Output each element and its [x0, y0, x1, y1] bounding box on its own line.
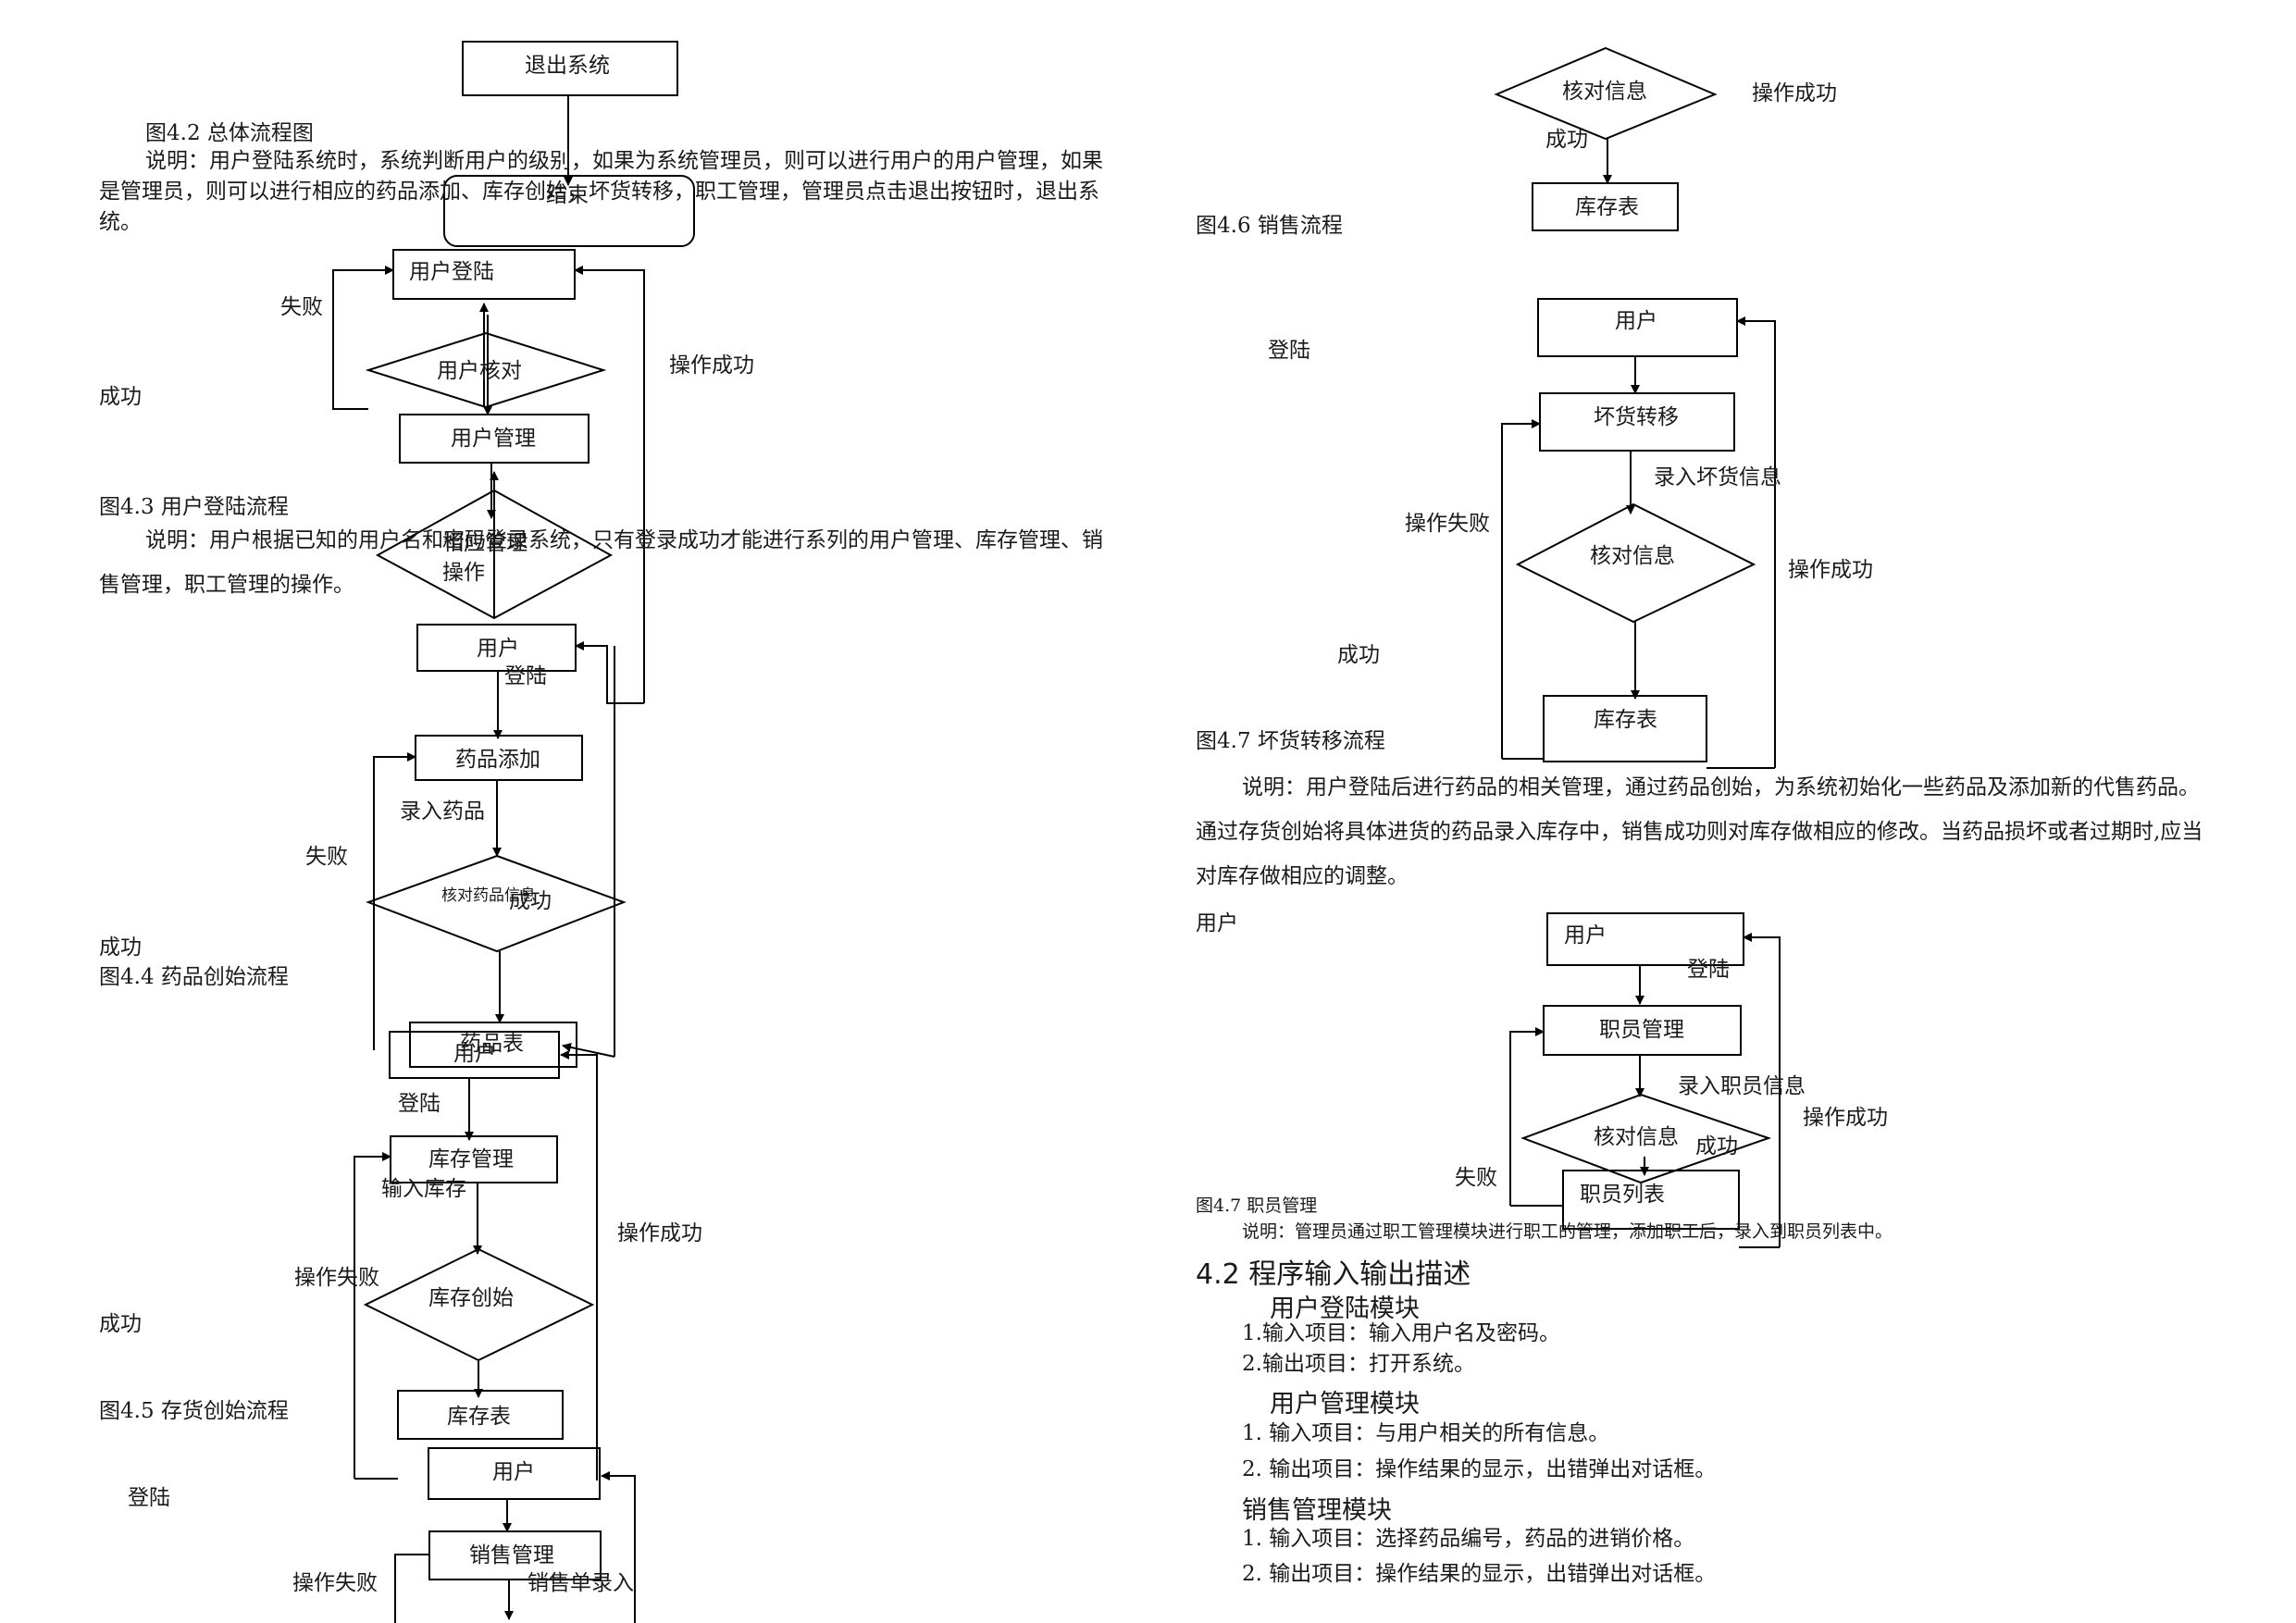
user-output-item: 2. 输出项目：操作结果的显示，出错弹出对话框。: [1242, 1457, 1717, 1481]
sales-entry-label: 销售单录入: [527, 1571, 634, 1595]
fig-4-3-caption: 图4.3 用户登陆流程: [99, 495, 289, 519]
input-inv-label: 输入库存: [381, 1177, 466, 1201]
input-drug-label: 录入药品: [400, 799, 485, 824]
module-user-heading: 用户管理模块: [1270, 1390, 1420, 1419]
fig-4-7b-caption: 图4.7 职员管理: [1196, 1196, 1318, 1216]
exit-system-label: 退出系统: [525, 54, 610, 78]
fail-label-1: 失败: [280, 295, 323, 319]
login-label-r2: 登陆: [1687, 958, 1730, 982]
end-label: 结束: [546, 183, 589, 207]
success-label-4: 成功: [99, 1312, 142, 1336]
login-input-item: 1.输入项目：输入用户名及密码。: [1242, 1321, 1560, 1345]
op-fail-label-1: 操作失败: [294, 1266, 379, 1290]
inv-table-box-right-1: [1532, 182, 1679, 231]
fig-4-7-description-text: 说明：用户登陆后进行药品的相关管理，通过药品创始，为系统初始化一些药品及添加新的…: [1196, 775, 2203, 888]
op-label: 操作: [442, 561, 485, 585]
sales-mgmt-label: 销售管理: [469, 1543, 554, 1567]
inv-table-label-1: 库存表: [447, 1405, 511, 1429]
inv-table-label-r2: 库存表: [1594, 708, 1657, 732]
drug-add-label: 药品添加: [455, 748, 540, 772]
verify-info-diamond-2: [1515, 502, 1756, 624]
verify-drug-label: 核对药品信息: [441, 886, 536, 905]
sales-input-item: 1. 输入项目：选择药品编号，药品的进销价格。: [1242, 1527, 1695, 1551]
module-login-heading: 用户登陆模块: [1270, 1295, 1420, 1323]
verify-info-diamond-3: [1520, 1093, 1772, 1184]
fig-4-4-caption: 图4.4 药品创始流程: [99, 965, 289, 989]
bad-transfer-label: 坏货转移: [1594, 405, 1679, 429]
user-label-2: 用户: [453, 1042, 496, 1066]
op-success-label-r1: 操作成功: [1752, 81, 1837, 105]
success-label-1: 成功: [99, 385, 142, 409]
login-output-item: 2.输出项目：打开系统。: [1242, 1352, 1475, 1376]
user-label-3: 用户: [492, 1460, 535, 1484]
rel-mgmt-label: 相应管理: [442, 531, 527, 555]
inv-table-box-right-2: [1543, 695, 1707, 762]
fail-loop-line: [332, 266, 394, 410]
fig-4-2-description: 说明：用户登陆系统时，系统判断用户的级别，如果为系统管理员，则可以进行用户的用户…: [99, 146, 1103, 238]
sales-mgmt-box: [428, 1530, 602, 1580]
fail-label-2: 失败: [305, 845, 348, 869]
user-label-r1: 用户: [1615, 309, 1657, 333]
user-verify-label: 用户核对: [437, 359, 522, 383]
staff-list-label: 职员列表: [1580, 1183, 1665, 1207]
user-mgmt-label: 用户管理: [451, 427, 536, 451]
staff-list-box: [1562, 1170, 1740, 1230]
fig-4-2-caption: 图4.2 总体流程图: [145, 121, 314, 145]
module-sales-heading: 销售管理模块: [1242, 1496, 1392, 1525]
user-box-3: [428, 1447, 601, 1500]
fig-4-7b-description: 说明：管理员通过职工管理模块进行职工的管理，添加职工后，录入到职员列表中。: [1242, 1221, 1893, 1242]
staff-mgmt-label: 职员管理: [1599, 1018, 1684, 1042]
login-label-1: 登陆: [504, 664, 547, 688]
success-label-r2: 成功: [1337, 643, 1380, 667]
op-success-label-r2: 操作成功: [1788, 558, 1873, 582]
input-bad-label: 录入坏货信息: [1654, 465, 1781, 489]
section-4-2-heading: 4.2 程序输入输出描述: [1196, 1258, 1471, 1291]
drug-table-box: [409, 1022, 577, 1068]
inv-init-label: 库存创始: [428, 1286, 514, 1310]
fig-4-2-description-text: 说明：用户登陆系统时，系统判断用户的级别，如果为系统管理员，则可以进行用户的用户…: [99, 149, 1103, 234]
success-label-r3: 成功: [1695, 1134, 1738, 1158]
user-login-label: 用户登陆: [409, 260, 494, 284]
user-label-r3: 用户: [1564, 923, 1607, 948]
login-label-2: 登陆: [398, 1092, 441, 1116]
verify-info-label-1: 核对信息: [1562, 80, 1647, 104]
verify-info-diamond-1: [1494, 46, 1718, 141]
op-fail-label-r1: 操作失败: [1405, 512, 1490, 536]
verify-info-label-2: 核对信息: [1590, 544, 1675, 568]
op-fail-label-2: 操作失败: [292, 1571, 378, 1595]
fig-4-3-description-text: 说明：用户根据已知的用户名和密码登录系统，只有登录成功才能进行系列的用户管理、库…: [99, 528, 1103, 597]
verify-info-label-3: 核对信息: [1594, 1125, 1679, 1149]
login-label-3: 登陆: [128, 1486, 170, 1510]
inv-table-label-r1: 库存表: [1575, 195, 1639, 219]
input-staff-label: 录入职员信息: [1678, 1074, 1806, 1098]
exit-system-box: [462, 41, 678, 96]
op-success-line-1: [574, 266, 645, 703]
success-label-r1: 成功: [1545, 128, 1588, 152]
op-success-label-1: 操作成功: [669, 353, 754, 378]
end-box: [443, 175, 695, 247]
success-label-3: 成功: [99, 935, 142, 960]
op-success-label-2: 操作成功: [617, 1221, 702, 1245]
user-box-right-1: [1537, 298, 1738, 357]
sales-output-item: 2. 输出项目：操作结果的显示，出错弹出对话框。: [1242, 1562, 1717, 1586]
fig-4-3-description: 说明：用户根据已知的用户名和密码登录系统，只有登录成功才能进行系列的用户管理、库…: [99, 518, 1103, 607]
success-label-2: 成功: [509, 889, 552, 913]
verify-drug-diamond: [366, 854, 627, 953]
inv-table-box: [397, 1390, 564, 1440]
fig-4-7-description: 说明：用户登陆后进行药品的相关管理，通过药品创始，为系统初始化一些药品及添加新的…: [1196, 765, 2204, 898]
fig-4-6-caption: 图4.6 销售流程: [1196, 214, 1343, 238]
drug-table-label: 药品表: [460, 1032, 524, 1056]
fig-4-5-caption: 图4.5 存货创始流程: [99, 1399, 289, 1423]
op-success-label-r3: 操作成功: [1803, 1106, 1888, 1130]
user-input-item: 1. 输入项目：与用户相关的所有信息。: [1242, 1421, 1610, 1445]
user-label-r2: 用户: [1196, 911, 1238, 935]
login-label-r1: 登陆: [1268, 339, 1310, 363]
fig-4-7-caption: 图4.7 坏货转移流程: [1196, 729, 1385, 753]
user-mgmt-box: [399, 414, 590, 464]
inv-mgmt-label: 库存管理: [428, 1147, 514, 1171]
user-label-1: 用户: [477, 637, 519, 661]
fail-label-r1: 失败: [1455, 1166, 1497, 1190]
user-box-2: [389, 1031, 560, 1079]
